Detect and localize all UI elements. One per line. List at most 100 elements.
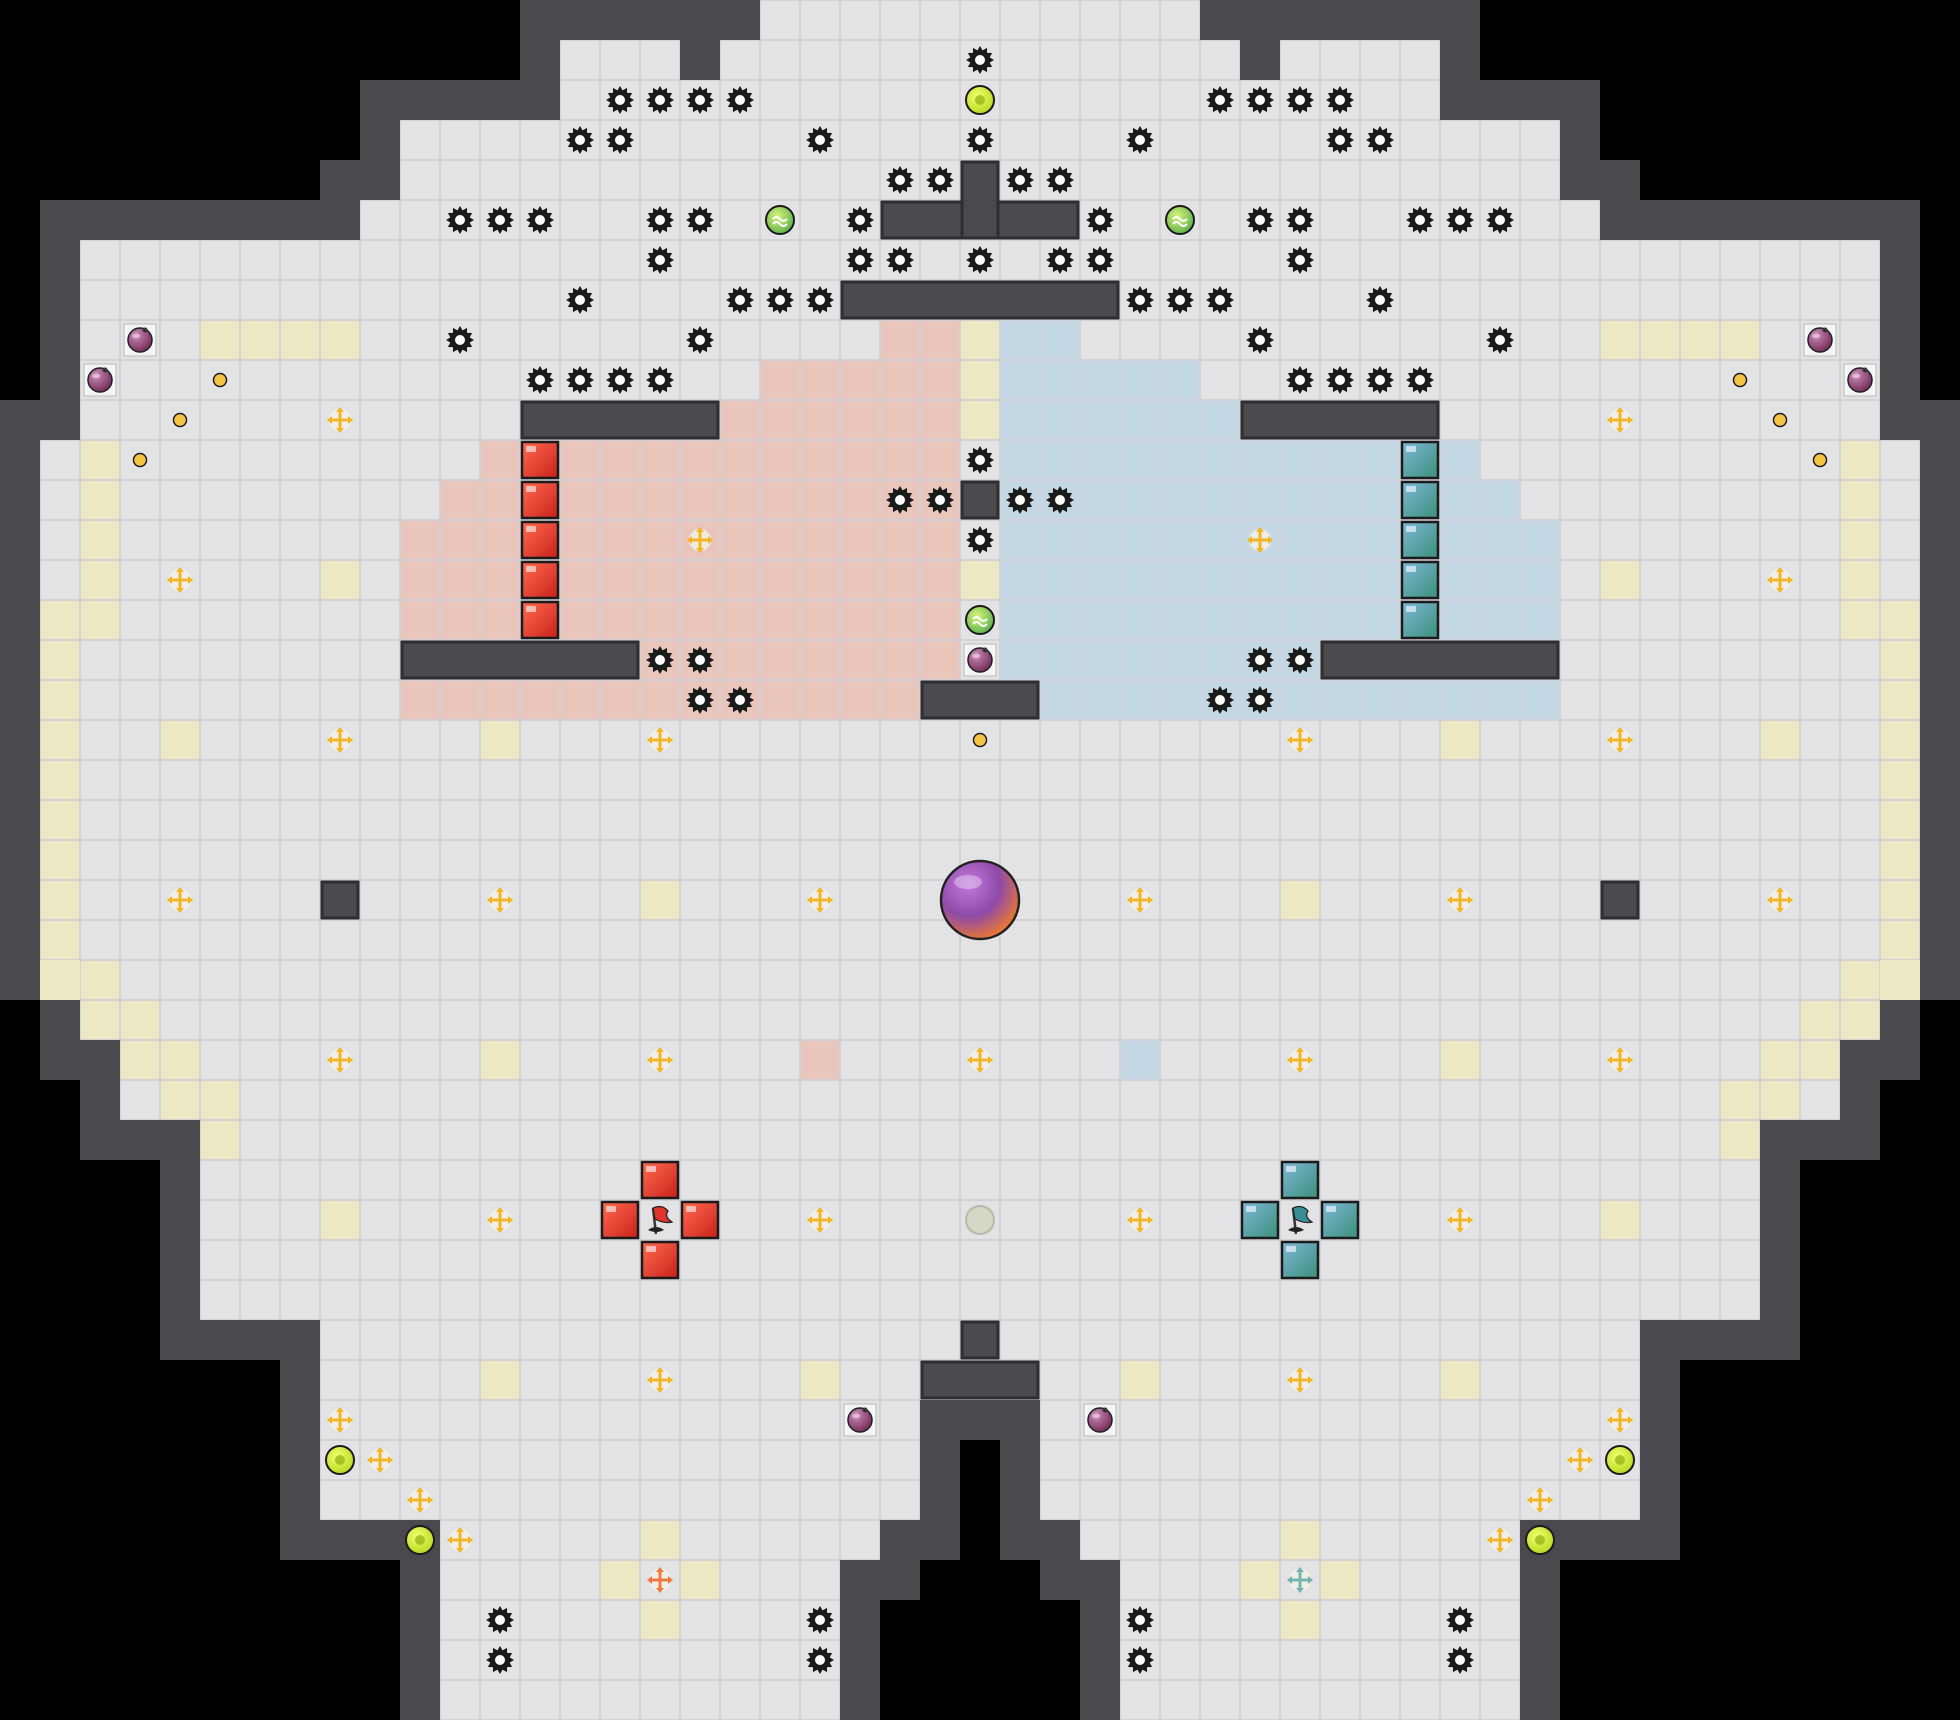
floor-tile: [440, 1440, 480, 1480]
grid-cell: [1280, 1520, 1320, 1560]
grid-cell: [1280, 280, 1320, 320]
floor-tile: [1520, 1160, 1560, 1200]
grid-cell: [280, 1040, 320, 1080]
neutral-speed-tile: [480, 1040, 520, 1080]
floor-tile: [1440, 760, 1480, 800]
grid-cell: [560, 920, 600, 960]
grid-cell: [1360, 800, 1400, 840]
floor-tile: [1080, 1360, 1120, 1400]
floor-tile: [680, 1080, 720, 1120]
grid-cell: [1320, 1160, 1360, 1200]
floor-tile: [640, 1080, 680, 1120]
floor-tile: [1840, 640, 1880, 680]
floor-tile: [760, 1360, 800, 1400]
grid-cell: [1720, 360, 1760, 400]
grid-cell: [1440, 1400, 1480, 1440]
grid-cell: [1600, 1040, 1640, 1080]
grid-cell: [1160, 1640, 1200, 1680]
spike-icon: [1326, 86, 1354, 114]
grid-cell: [560, 960, 600, 1000]
floor-tile: [1560, 440, 1600, 480]
neutral-speed-tile: [800, 1360, 840, 1400]
floor-tile: [720, 1640, 760, 1680]
grid-cell: [600, 920, 640, 960]
floor-tile: [280, 1040, 320, 1080]
floor-tile: [1000, 1280, 1040, 1320]
floor-tile: [1040, 1240, 1080, 1280]
grid-cell: [720, 640, 760, 680]
floor-tile: [800, 1120, 840, 1160]
floor-tile: [1040, 40, 1080, 80]
grid-cell: [1000, 560, 1040, 600]
red-flag-icon: [648, 1205, 674, 1235]
wall-tile: [0, 560, 40, 600]
grid-cell: [1880, 440, 1920, 480]
floor-tile: [1560, 720, 1600, 760]
grid-cell: [1600, 1000, 1640, 1040]
floor-tile: [720, 160, 760, 200]
grid-cell: [1400, 600, 1440, 640]
grid-cell: [1080, 1400, 1120, 1440]
grid-cell: [1440, 520, 1480, 560]
grid-cell: [1200, 40, 1240, 80]
floor-tile: [680, 160, 720, 200]
floor-tile: [1240, 880, 1280, 920]
grid-cell: [760, 1240, 800, 1280]
grid-cell: [1480, 520, 1520, 560]
grid-cell: [280, 1120, 320, 1160]
floor-tile: [920, 1040, 960, 1080]
floor-tile: [720, 240, 760, 280]
grid-cell: [1440, 1360, 1480, 1400]
wall-tile: [40, 240, 80, 280]
neutral-speed-tile: [1600, 1200, 1640, 1240]
floor-tile: [680, 120, 720, 160]
floor-tile: [880, 120, 920, 160]
grid-cell: [640, 1640, 680, 1680]
grid-cell: [1000, 240, 1040, 280]
neutral-speed-tile: [1600, 320, 1640, 360]
floor-tile: [1480, 1480, 1520, 1520]
grid-cell: [1160, 1440, 1200, 1480]
floor-tile: [1760, 360, 1800, 400]
grid-cell: [1120, 240, 1160, 280]
grid-cell: [400, 200, 440, 240]
floor-tile: [1120, 1160, 1160, 1200]
grid-cell: [600, 1640, 640, 1680]
floor-tile: [1080, 880, 1120, 920]
grid-cell: [1160, 1560, 1200, 1600]
floor-tile: [1800, 840, 1840, 880]
wall-tile: [1080, 1680, 1120, 1720]
bomb-icon: [963, 643, 997, 677]
grid-cell: [920, 840, 960, 880]
grid-cell: [1840, 880, 1880, 920]
grid-cell: [1560, 1280, 1600, 1320]
grid-cell: [720, 1280, 760, 1320]
floor-tile: [1240, 840, 1280, 880]
floor-tile: [1720, 920, 1760, 960]
neutral-speed-tile: [640, 1520, 680, 1560]
floor-tile: [80, 640, 120, 680]
wall-block: [520, 400, 720, 440]
spike-icon: [886, 486, 914, 514]
grid-cell: [280, 360, 320, 400]
grid-cell: [1520, 400, 1560, 440]
grid-cell: [1240, 480, 1280, 520]
grid-cell: [720, 1480, 760, 1520]
floor-tile: [600, 1480, 640, 1520]
floor-tile: [1360, 1000, 1400, 1040]
floor-tile: [240, 1160, 280, 1200]
blue-endzone: [1040, 680, 1560, 720]
floor-tile: [520, 1280, 560, 1320]
floor-tile: [1680, 720, 1720, 760]
floor-tile: [800, 240, 840, 280]
grid-cell: [1280, 1040, 1320, 1080]
floor-tile: [360, 240, 400, 280]
grid-cell: [680, 1400, 720, 1440]
floor-tile: [1840, 680, 1880, 720]
grid-cell: [560, 40, 600, 80]
grid-cell: [1320, 240, 1360, 280]
floor-tile: [1320, 880, 1360, 920]
wall-tile: [1880, 240, 1920, 280]
floor-tile: [240, 1120, 280, 1160]
